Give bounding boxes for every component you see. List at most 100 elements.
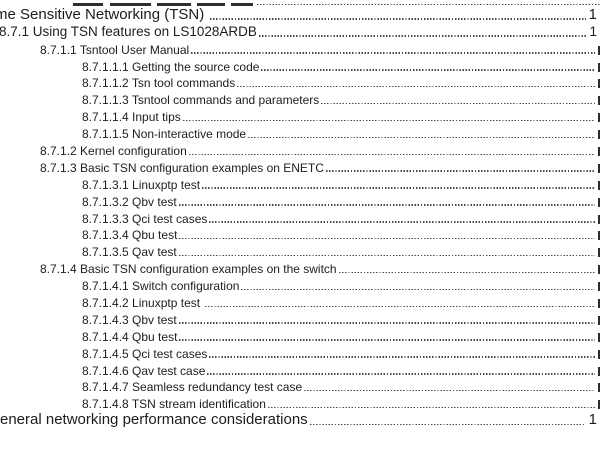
toc-entry-text[interactable]: 8.7.1.4.6 Qav test case <box>82 363 206 378</box>
page-number-clipped-sliver <box>598 163 600 173</box>
page-number: 1 <box>589 24 597 40</box>
page-number-clipped-sliver <box>598 248 600 258</box>
toc-row[interactable]: 8.7.1.1.3 Tsntool commands and parameter… <box>0 91 600 108</box>
toc-entry-text[interactable]: eneral networking performance considerat… <box>0 411 308 429</box>
dot-leader <box>191 52 595 54</box>
toc-row[interactable]: 8.7.1.3.4 Qbu test <box>0 227 600 244</box>
dot-leader <box>205 305 595 308</box>
toc-entry-text[interactable]: 8.7.1.4.5 Qci test cases <box>82 346 208 361</box>
toc-row[interactable]: 8.7.1.4.2 Linuxptp test <box>0 294 600 311</box>
toc-row[interactable]: 8.7.1.3.1 Linuxptp test <box>0 176 600 193</box>
page-number-clipped-sliver <box>598 113 600 123</box>
toc-entry-text[interactable]: 8.7.1.1.3 Tsntool commands and parameter… <box>82 93 320 108</box>
dot-leader <box>188 153 595 156</box>
page-number-clipped-sliver <box>598 400 600 410</box>
page-number-clipped-sliver <box>598 366 600 376</box>
toc-row[interactable]: 8.7.1.3.2 Qbv test <box>0 193 600 210</box>
dot-leader <box>325 170 595 172</box>
page-number-clipped-sliver <box>598 197 600 207</box>
toc-row[interactable]: 8.7.1.3.5 Qav test <box>0 243 600 260</box>
toc-entry-text[interactable]: 8.7.1.3.3 Qci test cases <box>82 211 208 226</box>
page-number-clipped-sliver <box>598 349 600 359</box>
dot-leader <box>248 136 595 139</box>
dot-leader <box>257 3 600 6</box>
toc-row[interactable]: 8.7.1.1.5 Non-interactive mode <box>0 125 600 142</box>
toc-row[interactable]: 8.7.1.4.3 Qbv test <box>0 311 600 328</box>
toc-entry-text[interactable]: 8.7.1.1.2 Tsn tool commands <box>82 76 236 91</box>
toc-entry-text[interactable]: 8.7.1.4.8 TSN stream identification <box>82 397 266 412</box>
toc-row[interactable]: 8.7.1.1.2 Tsn tool commands <box>0 75 600 92</box>
page-number-clipped-sliver <box>598 383 600 393</box>
page-number-clipped-sliver <box>598 45 600 55</box>
toc-entry-text[interactable]: 8.7.1.4.3 Qbv test <box>82 312 177 327</box>
page-number-clipped-sliver <box>598 315 600 325</box>
toc-entry-text[interactable]: 8.7.1.1.5 Non-interactive mode <box>82 127 247 142</box>
dot-leader <box>309 423 586 426</box>
toc-row[interactable]: 8.7.1.4 Basic TSN configuration examples… <box>0 260 600 277</box>
page-number-clipped-sliver <box>598 282 600 292</box>
toc-entry-text[interactable]: 8.7.1.4 Basic TSN configuration examples… <box>40 262 337 277</box>
page-number-clipped-sliver <box>598 214 600 224</box>
toc-entry-text[interactable]: 8.7.1.1 Tsntool User Manual <box>40 42 190 57</box>
toc-row[interactable]: 8.7.1.3 Basic TSN configuration examples… <box>0 159 600 176</box>
toc-row[interactable]: 8.7.1.3.3 Qci test cases <box>0 210 600 227</box>
dot-leader <box>267 406 595 409</box>
toc-entry-text[interactable]: 8.7.1.4.7 Seamless redundancy test case <box>82 380 303 395</box>
dot-leader <box>209 356 595 358</box>
page-number: 1 <box>588 5 597 23</box>
page-number-clipped-sliver <box>598 62 600 72</box>
dot-leader <box>179 339 595 341</box>
toc-entry-text[interactable]: me Sensitive Networking (TSN) <box>0 5 209 23</box>
clipped-text-bottom <box>73 3 253 6</box>
toc-entry-text[interactable]: 8.7.1.4.4 Qbu test <box>82 329 178 344</box>
toc-entry-text[interactable]: 8.7.1.3.1 Linuxptp test <box>82 177 201 192</box>
toc-entry-text[interactable]: 8.7.1.1.4 Input tips <box>82 110 181 125</box>
toc-row[interactable]: 8.7.1.4.1 Switch configuration <box>0 277 600 294</box>
dot-leader <box>209 221 595 223</box>
toc-row[interactable]: me Sensitive Networking (TSN) 1 <box>0 7 600 24</box>
toc-row[interactable]: 8.7.1 Using TSN features on LS1028ARDB 1 <box>0 24 600 41</box>
toc-entry-text[interactable]: 8.7.1.3.2 Qbv test <box>82 194 177 209</box>
toc-row[interactable]: 8.7.1.2 Kernel configuration <box>0 142 600 159</box>
dot-leader <box>178 204 595 206</box>
toc-row[interactable]: 8.7.1.4.7 Seamless redundancy test case <box>0 379 600 396</box>
toc-row[interactable]: 8.7.1.1.4 Input tips <box>0 108 600 125</box>
toc-entry-text[interactable]: 8.7.1.4.1 Switch configuration <box>82 279 240 294</box>
dot-leader <box>210 18 586 20</box>
toc-entry-text[interactable]: 8.7.1.1.1 Getting the source code <box>82 59 260 74</box>
page-number-clipped-sliver <box>598 79 600 89</box>
dot-leader <box>178 322 595 324</box>
toc-entry-text[interactable]: 8.7.1.4.2 Linuxptp test <box>82 296 204 311</box>
toc-row[interactable]: 8.7.1.4.4 Qbu test <box>0 328 600 345</box>
toc-row[interactable]: 8.7.1.1 Tsntool User Manual <box>0 41 600 58</box>
dot-leader <box>304 389 595 392</box>
toc-entry-text[interactable]: 8.7.1 Using TSN features on LS1028ARDB <box>0 24 257 40</box>
toc-row[interactable]: 8.7.1.1.1 Getting the source code <box>0 58 600 75</box>
page-number-clipped-sliver <box>598 180 600 190</box>
page-number-clipped-sliver <box>598 332 600 342</box>
toc-entry-text[interactable]: 8.7.1.2 Kernel configuration <box>40 144 187 159</box>
toc-entry-text[interactable]: 8.7.1.3.4 Qbu test <box>82 228 178 243</box>
toc-row-clipped-top <box>0 3 600 7</box>
toc-entry-text[interactable]: 8.7.1.3.5 Qav test <box>82 245 177 260</box>
toc-row[interactable]: 8.7.1.4.8 TSN stream identification <box>0 395 600 412</box>
page-number-clipped-sliver <box>598 231 600 241</box>
toc-row[interactable]: eneral networking performance considerat… <box>0 412 600 429</box>
dot-leader <box>202 187 595 189</box>
page-number-clipped-sliver <box>598 96 600 106</box>
toc-entry-text[interactable]: 8.7.1.3 Basic TSN configuration examples… <box>40 160 324 175</box>
page-number-clipped-sliver <box>598 265 600 275</box>
dot-leader <box>261 69 595 71</box>
page-number-clipped-sliver <box>598 299 600 309</box>
dot-leader <box>237 85 595 88</box>
dot-leader <box>178 254 595 257</box>
toc-row[interactable]: 8.7.1.4.6 Qav test case <box>0 362 600 379</box>
dot-leader <box>182 119 595 122</box>
dot-leader <box>179 237 595 240</box>
page-number-clipped-sliver <box>598 147 600 157</box>
toc-row[interactable]: 8.7.1.4.5 Qci test cases <box>0 345 600 362</box>
dot-leader <box>241 288 595 291</box>
dot-leader <box>338 271 595 274</box>
